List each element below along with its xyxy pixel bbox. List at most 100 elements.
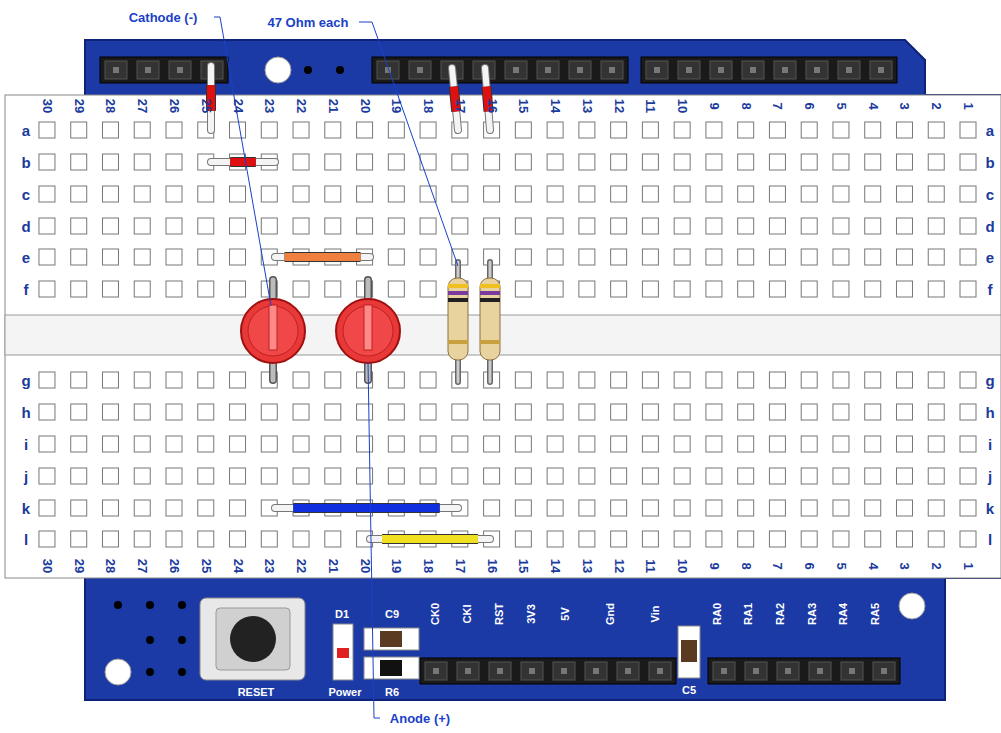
drawing-part bbox=[708, 658, 900, 684]
drawing-part bbox=[896, 218, 912, 234]
drawing-part bbox=[865, 186, 881, 202]
drawing-part bbox=[928, 531, 944, 547]
breadboard-channel bbox=[5, 315, 1001, 355]
drawing-part bbox=[611, 372, 627, 388]
drawing-part bbox=[448, 291, 468, 295]
column-number: 3 bbox=[898, 562, 911, 569]
drawing-part bbox=[515, 186, 531, 202]
row-letter: f bbox=[24, 282, 29, 297]
drawing-part bbox=[71, 531, 87, 547]
drawing-part bbox=[547, 372, 563, 388]
drawing-part bbox=[547, 531, 563, 547]
drawing-part bbox=[230, 249, 246, 265]
drawing-part bbox=[420, 404, 436, 420]
column-number: 25 bbox=[199, 559, 212, 573]
drawing-part bbox=[865, 531, 881, 547]
column-number: 19 bbox=[390, 559, 403, 573]
drawing-part bbox=[738, 372, 754, 388]
drawing-part bbox=[769, 531, 785, 547]
drawing-part bbox=[801, 186, 817, 202]
drawing-part bbox=[457, 662, 479, 680]
drawing-part bbox=[865, 404, 881, 420]
drawing-part bbox=[71, 122, 87, 138]
drawing-part bbox=[865, 468, 881, 484]
drawing-part bbox=[721, 668, 727, 674]
drawing-part bbox=[769, 218, 785, 234]
drawing-part bbox=[611, 218, 627, 234]
drawing-part bbox=[642, 218, 658, 234]
drawing-part bbox=[208, 66, 214, 130]
drawing-part bbox=[547, 404, 563, 420]
column-number: 24 bbox=[231, 99, 244, 113]
breadboard-holes bbox=[39, 122, 976, 547]
column-number: 24 bbox=[231, 559, 244, 573]
drawing-part bbox=[293, 468, 309, 484]
drawing-part bbox=[896, 249, 912, 265]
drawing-part bbox=[706, 249, 722, 265]
callout-label: Anode (+) bbox=[388, 711, 452, 726]
column-number: 18 bbox=[422, 559, 435, 573]
capacitor bbox=[380, 631, 402, 647]
drawing-part bbox=[547, 468, 563, 484]
drawing-part bbox=[738, 468, 754, 484]
drawing-part bbox=[484, 186, 500, 202]
drawing-part bbox=[261, 218, 277, 234]
drawing-part bbox=[515, 372, 531, 388]
drawing-part bbox=[833, 500, 849, 516]
drawing-part bbox=[452, 154, 468, 170]
drawing-part bbox=[960, 186, 976, 202]
pin-name: RA5 bbox=[870, 603, 881, 625]
drawing-part bbox=[293, 281, 309, 297]
drawing-part bbox=[357, 122, 373, 138]
column-number: 28 bbox=[104, 99, 117, 113]
column-number: 14 bbox=[549, 559, 562, 573]
drawing-part bbox=[806, 61, 828, 79]
drawing-part bbox=[738, 500, 754, 516]
drawing-part bbox=[71, 249, 87, 265]
drawing-part bbox=[134, 249, 150, 265]
drawing-part bbox=[230, 186, 246, 202]
drawing-part bbox=[625, 668, 631, 674]
drawing-part bbox=[960, 372, 976, 388]
drawing-part bbox=[134, 122, 150, 138]
pin-name: CKI bbox=[462, 605, 473, 624]
pin-name: Gnd bbox=[605, 603, 616, 625]
drawing-part bbox=[865, 281, 881, 297]
column-number: 9 bbox=[707, 562, 720, 569]
column-number: 4 bbox=[866, 102, 879, 109]
column-number: 20 bbox=[358, 559, 371, 573]
drawing-part bbox=[896, 186, 912, 202]
drawing-part bbox=[241, 299, 305, 363]
drawing-part bbox=[674, 218, 690, 234]
row-letter: l bbox=[988, 532, 992, 547]
drawing-part bbox=[547, 122, 563, 138]
mounting-hole bbox=[899, 593, 925, 619]
drawing-part bbox=[166, 218, 182, 234]
part-name: C9 bbox=[385, 609, 399, 620]
drawing-part bbox=[382, 534, 478, 544]
drawing-part bbox=[293, 504, 439, 512]
drawing-part bbox=[134, 531, 150, 547]
row-letter: a bbox=[986, 123, 994, 138]
row-letter: b bbox=[985, 155, 994, 170]
drawing-part bbox=[325, 531, 341, 547]
row-letter: e bbox=[986, 250, 994, 265]
row-letter: c bbox=[22, 187, 30, 202]
drawing-part bbox=[166, 249, 182, 265]
drawing-part bbox=[928, 500, 944, 516]
drawing-part bbox=[71, 404, 87, 420]
drawing-part bbox=[960, 404, 976, 420]
drawing-part bbox=[896, 281, 912, 297]
reset-button bbox=[200, 598, 305, 680]
drawing-part bbox=[706, 122, 722, 138]
drawing-part bbox=[452, 468, 468, 484]
drawing-part bbox=[896, 500, 912, 516]
drawing-part bbox=[357, 436, 373, 452]
drawing-part bbox=[198, 186, 214, 202]
mounting-hole bbox=[265, 57, 291, 83]
drawing-part bbox=[553, 662, 575, 680]
drawing-part bbox=[357, 218, 373, 234]
drawing-part bbox=[515, 436, 531, 452]
drawing-part bbox=[420, 218, 436, 234]
drawing-part bbox=[801, 531, 817, 547]
